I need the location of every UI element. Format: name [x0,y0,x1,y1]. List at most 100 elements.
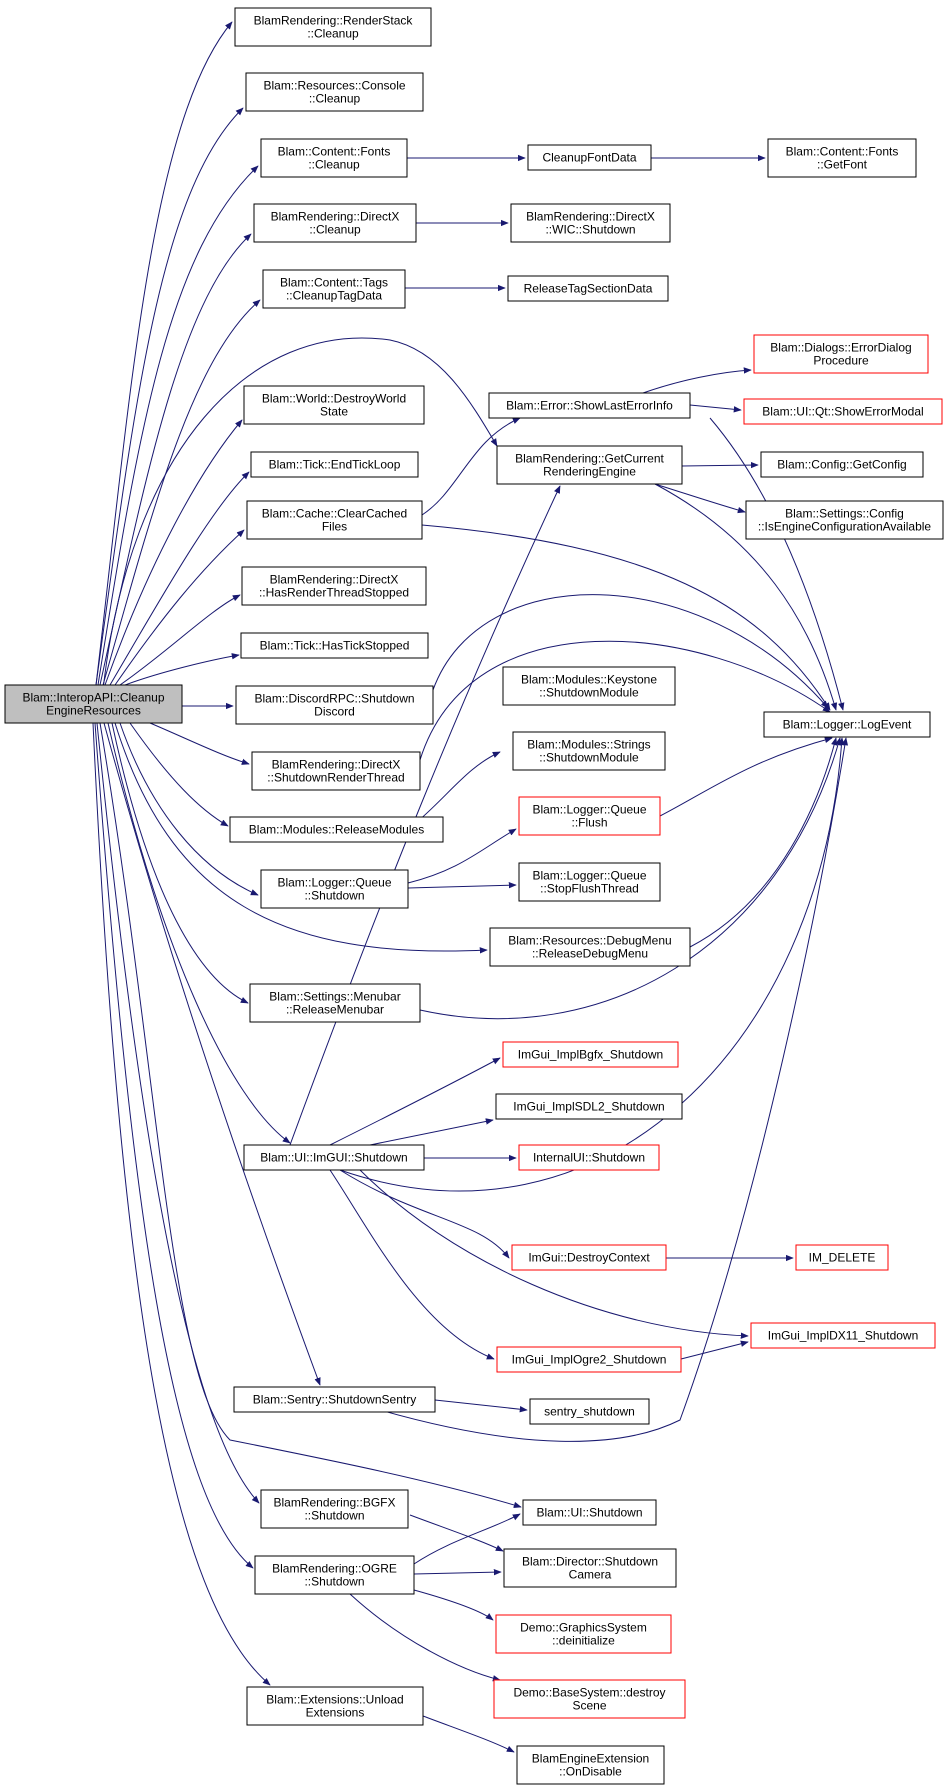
node-label: Blam::Config::GetConfig [777,458,906,472]
node-keystone-shutdown[interactable]: Blam::Modules::Keystone::ShutdownModule [502,666,676,706]
call-edge [329,1057,501,1146]
node-dx-cleanup[interactable]: BlamRendering::DirectX::Cleanup [253,203,417,243]
node-im-delete[interactable]: IM_DELETE [795,1244,889,1271]
node-ui-imgui-shutdown[interactable]: Blam::UI::ImGUI::Shutdown [243,1144,425,1171]
node-box [249,983,421,1023]
node-ui-shutdown[interactable]: Blam::UI::Shutdown [522,1499,657,1526]
node-label: EngineResources [46,704,141,718]
node-has-tick-stopped[interactable]: Blam::Tick::HasTickStopped [240,632,429,659]
node-label: BlamRendering::OGRE [272,1562,397,1576]
node-wic-shutdown[interactable]: BlamRendering::DirectX::WIC::Shutdown [510,203,671,243]
node-dx-shutdown-rt[interactable]: BlamRendering::DirectX::ShutdownRenderTh… [251,751,421,791]
call-edge [413,1589,494,1621]
node-rs-cleanup[interactable]: BlamRendering::RenderStack::Cleanup [234,7,432,47]
node-release-debug-menu[interactable]: Blam::Resources::DebugMenu::ReleaseDebug… [489,927,691,967]
node-imgui-ogre2[interactable]: ImGui_ImplOgre2_Shutdown [496,1346,682,1373]
node-destroy-context[interactable]: ImGui::DestroyContext [511,1244,667,1271]
node-label: BlamEngineExtension [532,1752,649,1766]
node-fonts-cleanup[interactable]: Blam::Content::Fonts::Cleanup [260,138,408,178]
node-imgui-sdl2[interactable]: ImGui_ImplSDL2_Shutdown [495,1093,683,1120]
node-get-font[interactable]: Blam::Content::Fonts::GetFont [767,138,917,178]
node-res-console[interactable]: Blam::Resources::Console::Cleanup [245,72,424,112]
node-label: BlamRendering::DirectX [271,210,400,224]
node-is-engine-config[interactable]: Blam::Settings::Config::IsEngineConfigur… [745,500,944,540]
call-edge [413,1568,502,1576]
node-on-disable[interactable]: BlamEngineExtension::OnDisable [516,1745,665,1785]
node-box [495,1093,683,1120]
call-edge [654,483,746,514]
node-label: Blam::Modules::ReleaseModules [249,823,424,837]
node-tags-cleanup[interactable]: Blam::Content::Tags::CleanupTagData [262,269,406,309]
node-release-tag[interactable]: ReleaseTagSectionData [507,275,669,302]
node-label: BlamRendering::DirectX [272,758,401,772]
node-logger-shutdown[interactable]: Blam::Logger::Queue::Shutdown [260,869,409,909]
node-box [507,275,669,302]
node-box [254,1555,415,1595]
node-label: RenderingEngine [543,465,636,479]
node-has-render-stopped[interactable]: BlamRendering::DirectX::HasRenderThreadS… [241,566,427,606]
node-ogre-shutdown[interactable]: BlamRendering::OGRE::Shutdown [254,1555,415,1595]
node-label: ImGui::DestroyContext [528,1251,650,1265]
node-bgfx-shutdown[interactable]: BlamRendering::BGFX::Shutdown [260,1489,409,1529]
node-label: Blam::Modules::Strings [527,738,650,752]
node-sentry-shutdown-fn[interactable]: Blam::Sentry::ShutdownSentry [233,1386,436,1413]
node-strings-shutdown[interactable]: Blam::Modules::Strings::ShutdownModule [512,731,666,771]
node-label: ::StopFlushThread [540,882,639,896]
node-release-menubar[interactable]: Blam::Settings::Menubar::ReleaseMenubar [249,983,421,1023]
node-stop-flush[interactable]: Blam::Logger::Queue::StopFlushThread [518,862,661,902]
node-box [529,1398,650,1425]
node-get-config[interactable]: Blam::Config::GetConfig [760,451,924,478]
node-label: Blam::Modules::Keystone [521,673,657,687]
node-show-last-error[interactable]: Blam::Error::ShowLastErrorInfo [488,392,691,419]
call-edge [349,1593,501,1682]
call-edge [102,299,261,686]
call-edge [359,1169,749,1339]
node-release-modules[interactable]: Blam::Modules::ReleaseModules [229,816,444,843]
node-label: ::HasRenderThreadStopped [259,586,409,600]
node-label: ImGui_ImplBgfx_Shutdown [518,1048,663,1062]
node-end-tick[interactable]: Blam::Tick::EndTickLoop [250,451,419,478]
node-imgui-dx11[interactable]: ImGui_ImplDX11_Shutdown [750,1322,936,1349]
node-label: ::WIC::Shutdown [545,223,635,237]
call-edge [379,737,849,1442]
node-show-error-modal[interactable]: Blam::UI::Qt::ShowErrorModal [743,398,943,425]
node-label: ::Cleanup [309,92,361,106]
node-imgui-bgfx[interactable]: ImGui_ImplBgfx_Shutdown [502,1041,679,1068]
node-box [488,392,691,419]
node-box [527,144,652,171]
node-label: Scene [572,1699,606,1713]
call-edge [689,404,742,413]
node-cleanup-font-data[interactable]: CleanupFontData [527,144,652,171]
call-edge [434,1399,528,1413]
node-label: BlamRendering::DirectX [526,210,655,224]
call-edge [369,1118,494,1146]
node-log-event[interactable]: Blam::Logger::LogEvent [763,711,931,738]
node-internalui-shutdown[interactable]: InternalUI::Shutdown [518,1144,660,1171]
call-edge [104,419,243,686]
node-box [262,269,406,309]
node-gfx-deinit[interactable]: Demo::GraphicsSystem::deinitialize [495,1614,672,1654]
call-edge [119,722,259,896]
node-box [753,334,929,374]
node-box [750,1322,936,1349]
node-label: Blam::Logger::Queue [532,869,646,883]
node-box [251,751,421,791]
node-label: ::CleanupTagData [286,289,382,303]
node-box [767,138,917,178]
node-box [246,500,423,540]
node-label: Blam::DiscordRPC::Shutdown [254,692,414,706]
node-label: Blam::Resources::Console [263,79,405,93]
node-sentry-shutdown[interactable]: sentry_shutdown [529,1398,650,1425]
node-label: Blam::UI::Qt::ShowErrorModal [762,405,923,419]
node-box [511,1244,667,1271]
node-logger-flush[interactable]: Blam::Logger::Queue::Flush [518,796,661,836]
